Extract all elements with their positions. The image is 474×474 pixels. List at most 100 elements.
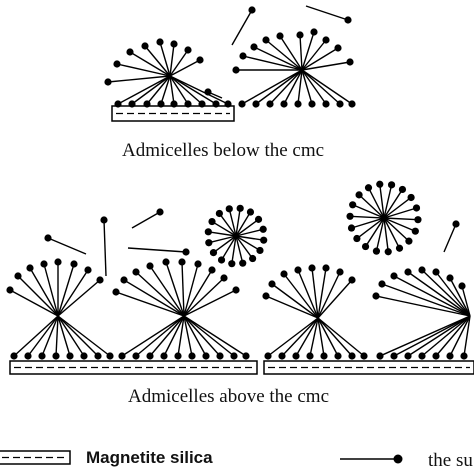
surfactant-arc-head xyxy=(141,42,171,77)
hydrocarbon-tail xyxy=(149,315,185,357)
surfactant-arc-head xyxy=(169,56,204,77)
polar-head xyxy=(202,352,210,360)
hydrocarbon-tail xyxy=(183,315,235,357)
polar-head xyxy=(120,276,128,284)
surfactant-bottom-head xyxy=(52,315,60,360)
hydrocarbon-tail xyxy=(301,61,351,71)
polar-head xyxy=(232,286,240,294)
surfactant-bottom-head xyxy=(183,315,250,360)
surfactant-bottom-head xyxy=(280,69,303,108)
polar-head xyxy=(446,274,454,282)
polar-head xyxy=(216,352,224,360)
micelle-surfactant xyxy=(346,212,385,220)
hydrocarbon-tail xyxy=(435,271,471,317)
polar-head xyxy=(280,270,288,278)
surfactant-bottom-head xyxy=(264,317,319,360)
hydrocarbon-tail xyxy=(146,75,171,105)
polar-head xyxy=(146,262,154,270)
hydrocarbon-tail xyxy=(183,263,199,317)
hydrocarbon-tail xyxy=(311,267,319,319)
polar-head xyxy=(40,260,48,268)
hydrocarbon-tail xyxy=(169,75,217,105)
micelle-surfactant xyxy=(235,235,257,263)
surfactant-arc-head xyxy=(301,58,354,71)
hydrocarbon-tail xyxy=(379,184,385,219)
hydrocarbon-tail xyxy=(131,211,161,229)
hydrocarbon-tail xyxy=(127,247,187,253)
micelle-surfactant xyxy=(235,235,268,244)
polar-head xyxy=(348,276,356,284)
polar-head xyxy=(54,258,62,266)
surfactant-bottom-head xyxy=(157,75,171,108)
hydrocarbon-tail xyxy=(317,271,341,319)
hydrocarbon-tail xyxy=(309,317,319,357)
legend-surfactant-label: the su xyxy=(428,450,473,471)
polar-head xyxy=(198,100,206,108)
hydrocarbon-tail xyxy=(253,46,303,71)
hydrocarbon-tail xyxy=(57,315,71,357)
polar-head xyxy=(266,100,274,108)
hydrocarbon-tail xyxy=(317,317,365,357)
surfactant-arc-head xyxy=(57,260,78,317)
polar-head xyxy=(196,56,204,64)
polar-head xyxy=(418,352,426,360)
surfactant-bottom-head xyxy=(169,75,192,108)
hydrocarbon-tail xyxy=(235,235,254,259)
hydrocarbon-tail xyxy=(57,315,99,357)
micelle-surfactant xyxy=(383,216,422,224)
micelle-surfactant xyxy=(215,209,237,237)
hydrocarbon-tail xyxy=(163,315,185,357)
surfactant-bottom-head xyxy=(132,315,185,360)
surfactant-arc-head xyxy=(132,268,185,317)
legend-symbols xyxy=(0,450,403,465)
surfactant-bottom-head xyxy=(301,69,344,108)
polar-head xyxy=(96,276,104,284)
polar-head xyxy=(306,352,314,360)
polar-head xyxy=(94,352,102,360)
hydrocarbon-tail xyxy=(235,208,241,237)
polar-head xyxy=(14,272,22,280)
hydrocarbon-tail xyxy=(317,267,327,319)
polar-head xyxy=(132,268,140,276)
surfactant-bottom-head xyxy=(317,317,342,360)
magnetite-silica-plate xyxy=(263,360,474,375)
surfactant-bottom-head xyxy=(57,315,114,360)
hydrocarbon-tail xyxy=(301,31,315,71)
polar-head xyxy=(336,268,344,276)
hydrocarbon-tail xyxy=(279,35,303,71)
surfactant-arc-head xyxy=(458,282,471,317)
polar-head xyxy=(390,352,398,360)
polar-head xyxy=(126,48,134,56)
surfactant-molecule xyxy=(127,247,190,256)
polar-head xyxy=(208,217,216,226)
hydrocarbon-tail xyxy=(375,295,471,317)
surfactant-molecules xyxy=(6,5,471,360)
hydrocarbon-tail xyxy=(231,235,237,264)
hydrocarbon-tail xyxy=(271,283,319,319)
hydrocarbon-tail xyxy=(449,277,471,317)
surfactant-bottom-head xyxy=(10,315,59,360)
hydrocarbon-tail xyxy=(169,43,175,77)
surfactant-bottom-head xyxy=(183,315,210,360)
polar-head xyxy=(232,66,240,74)
surfactant-arc-head xyxy=(178,258,186,317)
hydrocarbon-tail xyxy=(421,269,471,317)
hydrocarbon-tail xyxy=(57,315,111,357)
surfactant-arc-head xyxy=(390,272,471,317)
polar-head xyxy=(322,100,330,108)
hydrocarbon-tail xyxy=(301,69,341,105)
micelle-surfactant xyxy=(235,204,244,237)
polar-head xyxy=(204,228,212,236)
polar-head xyxy=(414,216,422,224)
polar-head xyxy=(432,268,440,276)
legend-head xyxy=(393,454,403,464)
hydrocarbon-tail xyxy=(228,208,237,237)
hydrocarbon-tail xyxy=(265,295,319,319)
micelle-surfactant xyxy=(228,235,237,268)
polar-head xyxy=(334,44,342,52)
polar-head xyxy=(44,234,52,242)
hydrocarbon-tail xyxy=(317,317,353,357)
hydrocarbon-tail xyxy=(351,217,385,229)
hydrocarbon-tail xyxy=(183,315,247,357)
